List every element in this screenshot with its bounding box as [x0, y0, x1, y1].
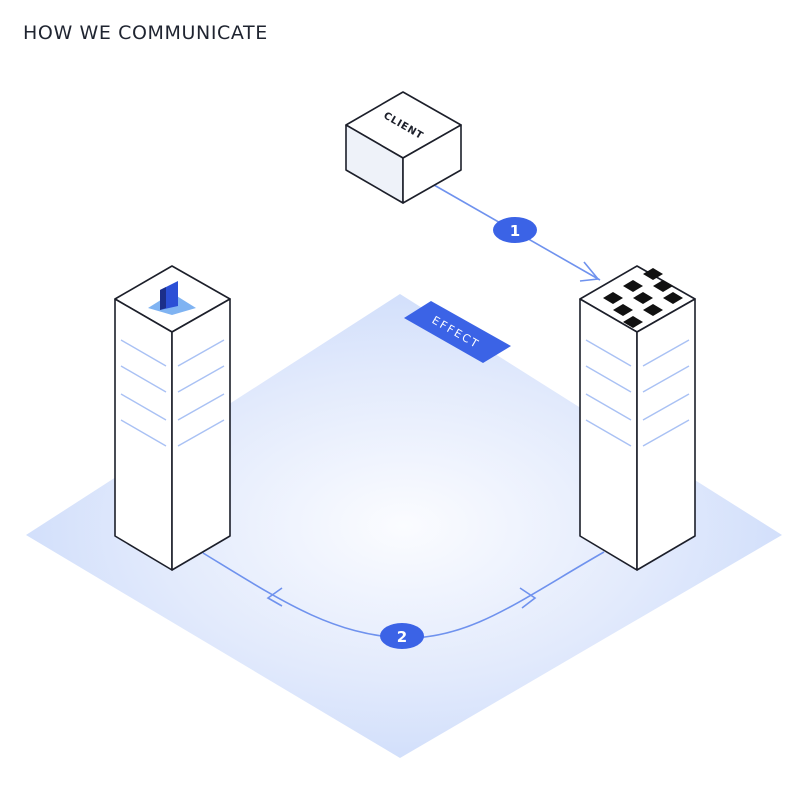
left-server — [114, 265, 231, 571]
step-two-badge: 2 — [380, 623, 424, 649]
step-one-label: 1 — [510, 222, 520, 240]
step-two-label: 2 — [397, 628, 407, 646]
step-one-badge: 1 — [493, 217, 537, 243]
page-title: HOW WE COMMUNICATE — [23, 22, 268, 44]
right-server-stripes — [585, 339, 690, 447]
brand-logo-icon — [148, 281, 196, 315]
checkered-pattern-icon — [603, 268, 683, 328]
effect-platform — [26, 294, 782, 758]
client-cube — [345, 91, 462, 204]
right-server — [579, 265, 696, 571]
left-server-stripes — [120, 339, 225, 447]
